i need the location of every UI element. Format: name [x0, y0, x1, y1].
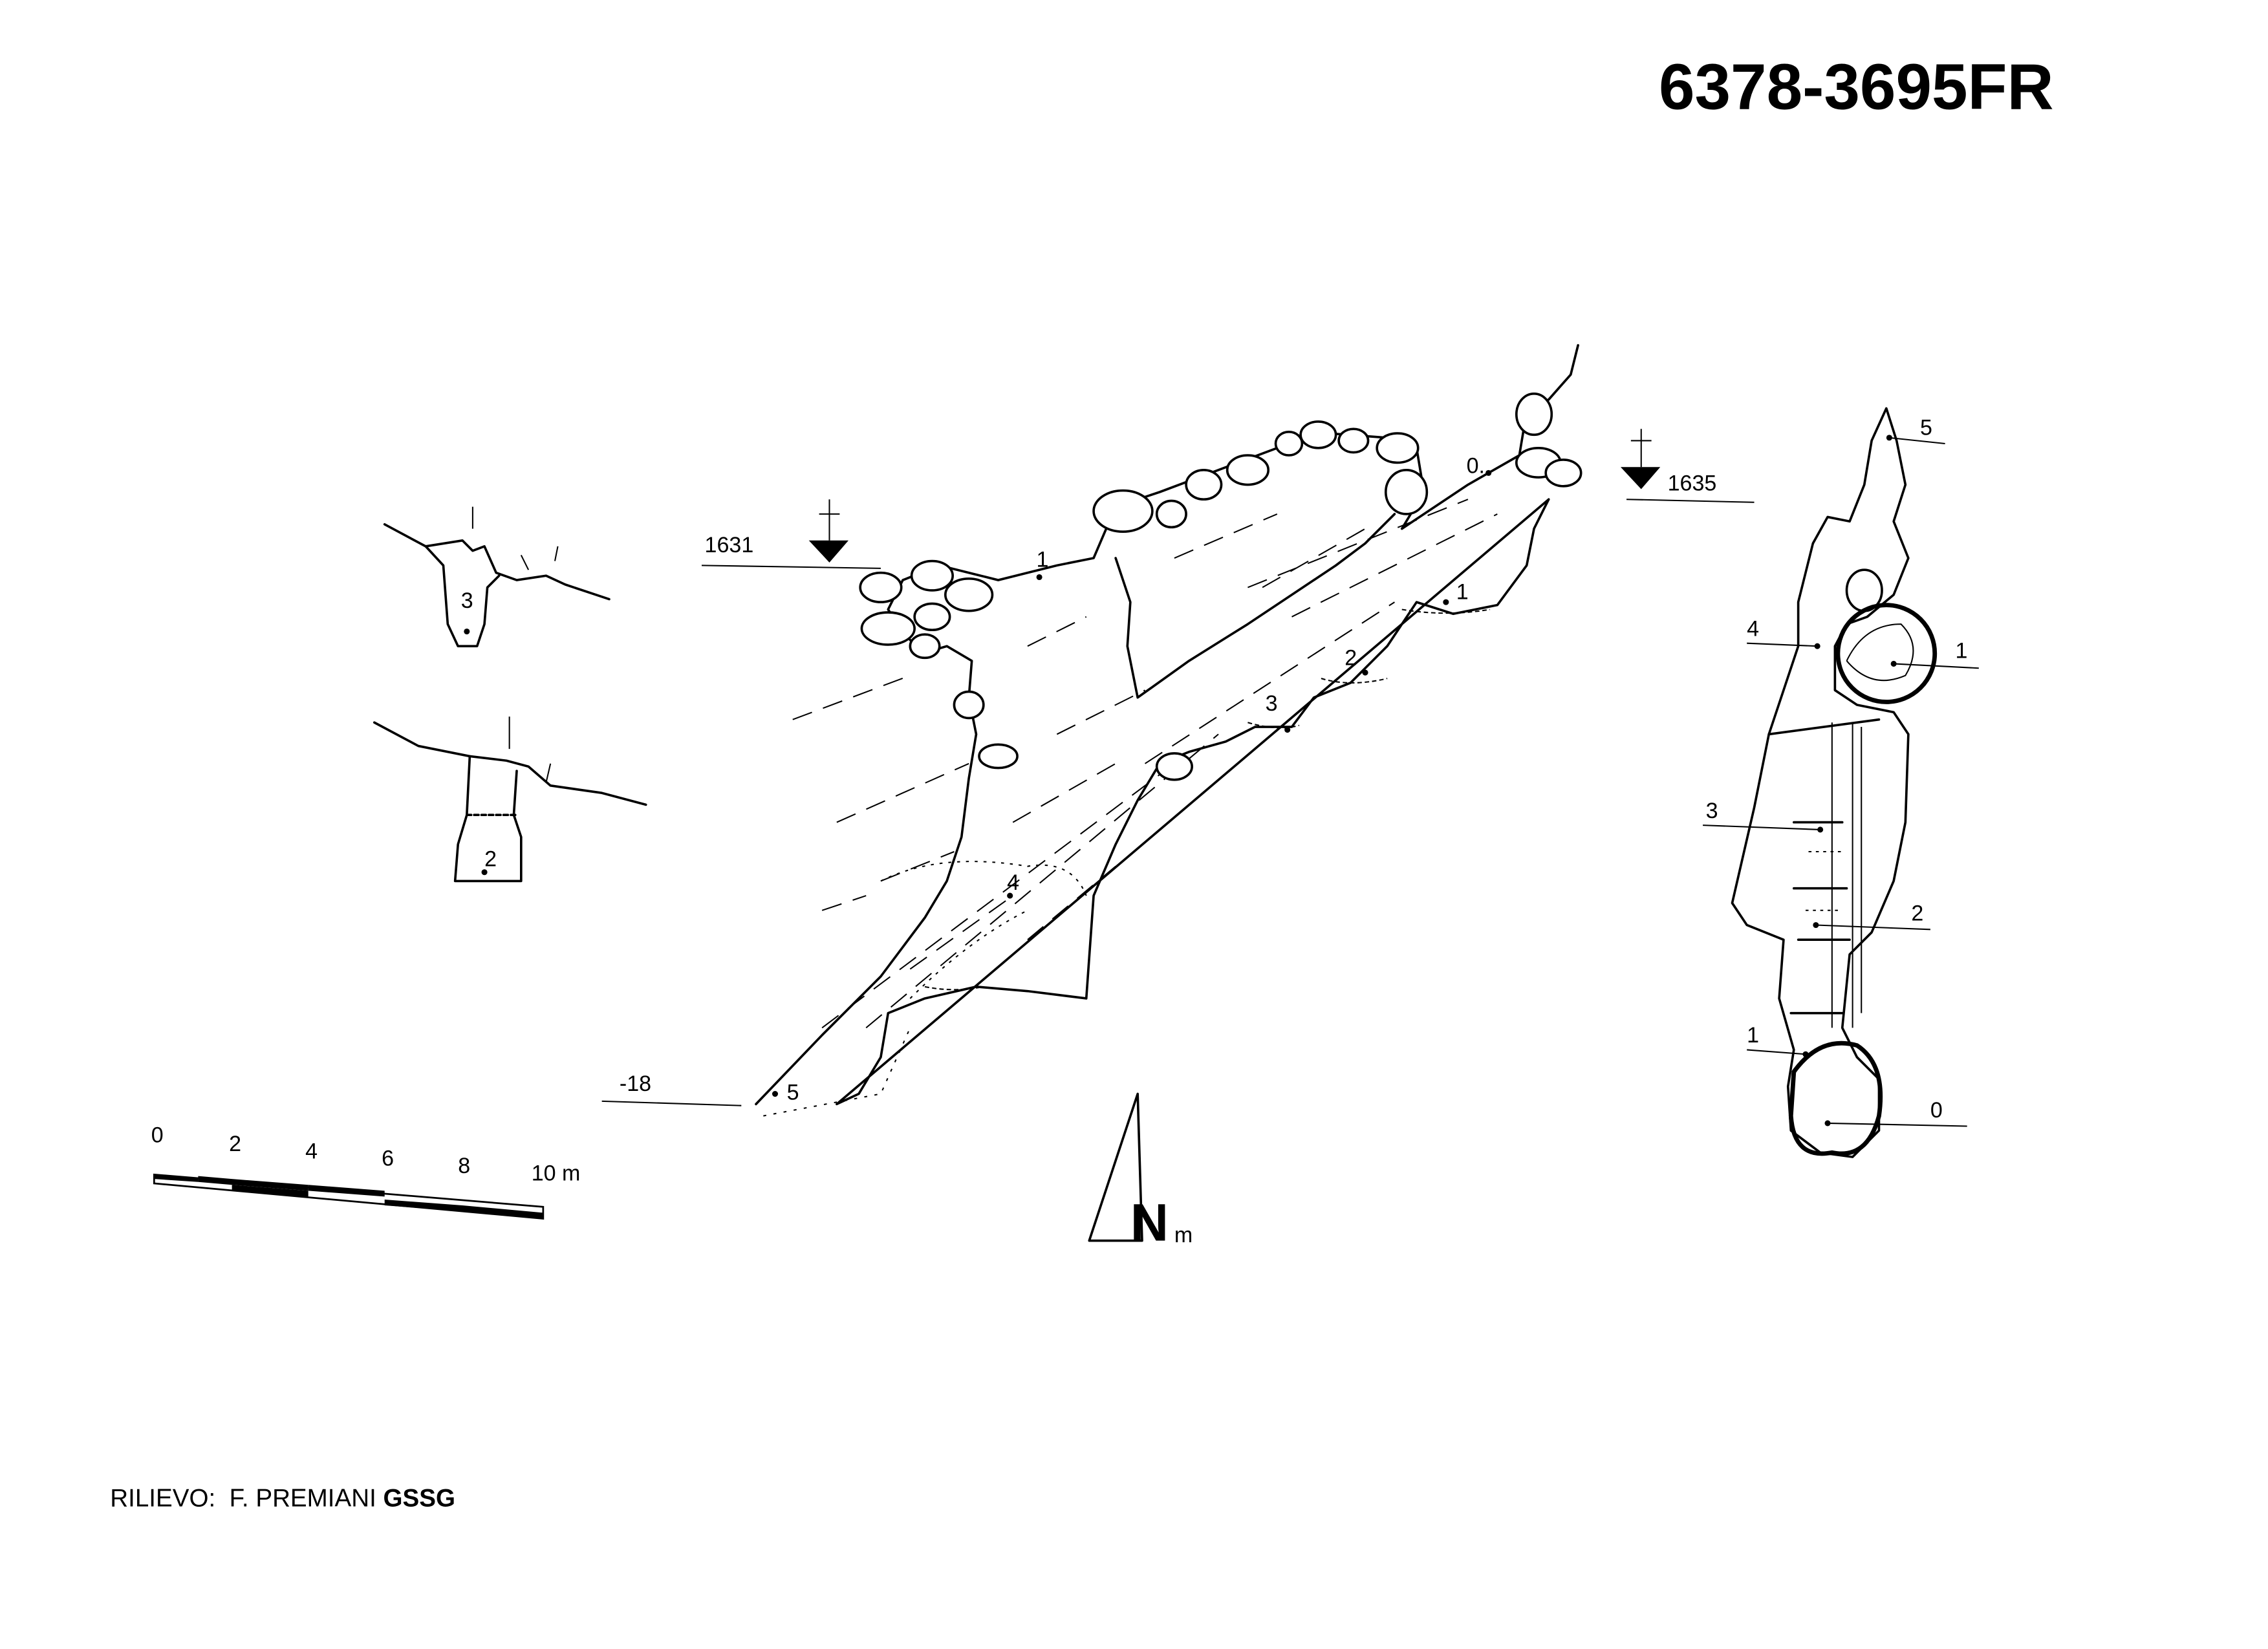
survey-group: GSSG	[383, 1484, 455, 1512]
depth-marker: -18	[601, 1072, 742, 1106]
profile-label-1b: 1	[1747, 1023, 1759, 1048]
north-letter: N	[1130, 1194, 1169, 1253]
scale-tick-2: 2	[229, 1132, 241, 1156]
cross-section-2: 2	[373, 717, 647, 883]
station-label-3: 3	[1266, 691, 1278, 716]
station-label-2: 2	[1345, 646, 1357, 671]
station-label-1a: 1	[1037, 548, 1049, 572]
station-label-4: 4	[1007, 870, 1019, 895]
cross-section-3: 3	[383, 506, 610, 648]
scale-tick-8: 8	[458, 1154, 470, 1178]
scale-tick-10m: 10 m	[532, 1161, 581, 1185]
profile-label-3: 3	[1706, 799, 1718, 823]
elevation-marker-1631: 1631	[701, 499, 881, 569]
depth-label: -18	[620, 1072, 651, 1096]
survey-credit: RILIEVO: F. PREMIANI GSSG	[110, 1484, 455, 1512]
profile-label-2: 2	[1911, 901, 1923, 926]
profile-label-0: 0	[1930, 1098, 1943, 1123]
profile-label-5: 5	[1920, 415, 1932, 440]
north-arrow: N m	[1088, 1092, 1193, 1253]
profile-label-1a: 1	[1956, 638, 1968, 663]
station-label-5: 5	[787, 1081, 799, 1105]
section-label-2: 2	[484, 847, 497, 872]
north-magnetic-label: m	[1174, 1223, 1193, 1247]
cave-code-title: 6378-3695FR	[1659, 51, 2054, 123]
elevation-label-1631: 1631	[705, 533, 754, 557]
profile-label-4: 4	[1747, 616, 1759, 641]
cave-plan: 0. 1 1 2 3 4 5	[755, 344, 1582, 1117]
scale-tick-6: 6	[382, 1147, 394, 1171]
section-label-3: 3	[461, 588, 473, 613]
surveyor-name: RILIEVO: F. PREMIANI	[110, 1484, 383, 1512]
elevation-marker-1635: 1635	[1620, 429, 1755, 503]
cave-profile: 5 4 1 3 2 1 0	[1703, 407, 1979, 1158]
scale-bar: 0 2 4 6 8 10 m	[151, 1123, 581, 1220]
scale-tick-4: 4	[305, 1139, 318, 1163]
station-label-1b: 1	[1456, 580, 1469, 605]
station-label-0: 0.	[1467, 453, 1485, 478]
scale-tick-0: 0	[151, 1123, 164, 1147]
elevation-label-1635: 1635	[1668, 471, 1717, 496]
